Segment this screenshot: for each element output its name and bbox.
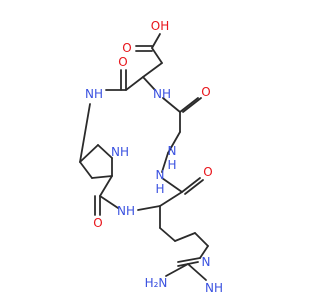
o-acid-label: O [122, 41, 131, 55]
bond [79, 144, 99, 163]
nh-ring-left-label: NH [85, 87, 103, 101]
oh-label: OH [151, 19, 169, 33]
bonds [79, 33, 209, 281]
o-asp-carbonyl-label: O [118, 55, 127, 69]
nh-ring-mid-label: NH [153, 87, 171, 101]
nh-pro-amide-label: NH [117, 204, 135, 218]
nh2-left-label: H₂N [145, 276, 168, 290]
bond [165, 263, 189, 277]
bond [97, 144, 113, 159]
bond [151, 47, 163, 64]
molecule-structure: OH O O NH NH O N H NH O N H NH O N H₂N N… [79, 19, 223, 295]
bond [199, 245, 209, 259]
bond [137, 205, 161, 211]
nh-arg-h-label: H [155, 182, 164, 196]
bond [182, 97, 202, 113]
bond [99, 195, 119, 209]
bond [142, 76, 156, 91]
bond [159, 227, 176, 242]
bond [161, 177, 183, 193]
bond [151, 33, 161, 49]
bond [187, 263, 207, 281]
bond [125, 76, 144, 91]
bond [162, 97, 181, 113]
bond [142, 62, 163, 78]
nh-pyrrolidine-label: NH [111, 145, 129, 159]
bond [184, 179, 204, 195]
o-gly-carbonyl-label: O [201, 85, 210, 99]
bond [79, 161, 93, 179]
bond [174, 232, 196, 242]
nh-arg-label: N [156, 168, 165, 182]
bond [177, 257, 201, 263]
nh-gly-h-label: H [167, 158, 176, 172]
bond [99, 175, 113, 197]
bond [167, 131, 181, 154]
nh-gly-label: N [168, 144, 177, 158]
o-arg-carbonyl-label: O [203, 165, 212, 179]
nh-imine-terminal-label: NH [205, 281, 223, 295]
bond [91, 175, 113, 179]
atom-labels: OH O O NH NH O N H NH O N H NH O N H₂N N… [85, 19, 223, 295]
n-imine-label: N [202, 255, 211, 269]
bond [181, 177, 201, 193]
bond [79, 103, 91, 163]
bond [159, 191, 183, 207]
bond [179, 97, 199, 113]
bond [194, 232, 209, 247]
o-pro-carbonyl-label: O [93, 216, 102, 230]
bond [161, 152, 169, 173]
